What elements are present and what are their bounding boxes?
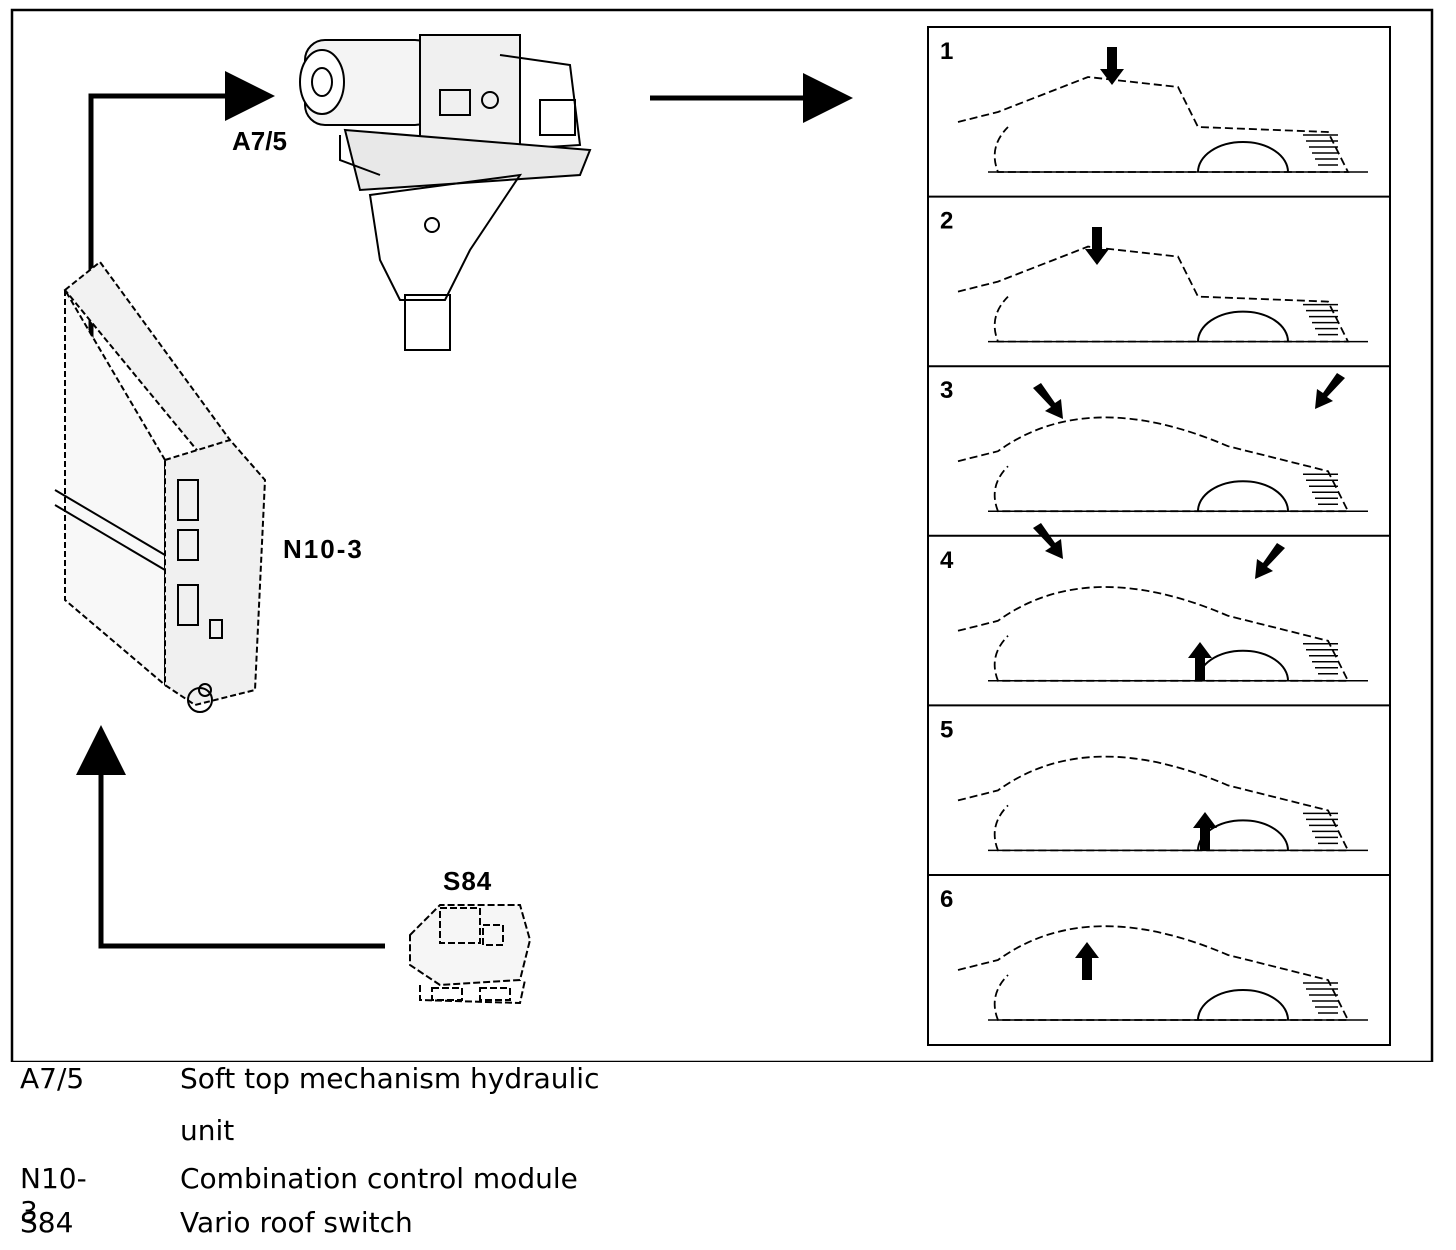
step-number: 2 [940, 208, 953, 235]
flow-arrows [76, 71, 853, 949]
car-outline [957, 755, 1350, 852]
motion-arrow-icon [1188, 642, 1212, 680]
diagram-frame [10, 8, 1434, 1062]
step-panel: 2 [928, 195, 1390, 343]
step-panel: 1 [940, 38, 1368, 173]
motion-arrow-icon [1315, 373, 1345, 409]
motion-arrow-icon [1033, 383, 1063, 419]
wheel-arch [1197, 989, 1289, 1021]
step-panel: 3 [928, 365, 1390, 513]
step-number: 6 [940, 886, 953, 913]
car-outline [957, 76, 1350, 173]
roof-switch-drawing [409, 904, 532, 1005]
wheel-arch [1197, 649, 1289, 681]
motion-arrow-icon [1033, 523, 1063, 559]
step-number: 1 [940, 38, 953, 65]
car-outline [957, 586, 1350, 682]
legend-description-continued: unit [180, 1114, 235, 1147]
step-panel: 6 [928, 874, 1390, 1021]
motion-arrow-icon [1255, 543, 1285, 579]
roof-switch-label: S84 [443, 866, 492, 896]
control-module-label: N10-3 [283, 534, 364, 564]
car-outline [957, 416, 1350, 513]
legend-description: Combination control module [180, 1162, 578, 1195]
roof-operation-diagram: A7/5 N10-3 S84 1 2 3 4 5 6 [10, 8, 1434, 1062]
legend-code: S84 [20, 1206, 74, 1239]
hydraulic-unit-label: A7/5 [232, 126, 287, 156]
step-number: 4 [940, 547, 954, 574]
roof-steps-panel: 1 2 3 4 5 6 [927, 26, 1391, 1046]
hydraulic-unit-drawing [299, 34, 592, 351]
motion-arrow-icon [1193, 812, 1217, 850]
motion-arrow-icon [1100, 47, 1124, 85]
motion-arrow-icon [1075, 942, 1099, 980]
control-module-drawing [54, 260, 267, 713]
car-outline [957, 245, 1350, 343]
wheel-arch [1197, 310, 1289, 342]
arrow-switch-to-module [76, 725, 385, 949]
step-panel: 4 [928, 523, 1390, 682]
step-number: 3 [940, 377, 953, 404]
step-panel: 5 [928, 704, 1390, 852]
legend-description: Soft top mechanism hydraulic [180, 1062, 600, 1095]
legend-code: A7/5 [20, 1062, 85, 1095]
motion-arrow-icon [1085, 227, 1109, 265]
wheel-arch [1197, 480, 1289, 512]
legend-code: N10-3 [20, 1162, 87, 1228]
legend-description: Vario roof switch [180, 1206, 413, 1239]
car-outline [957, 925, 1350, 1021]
step-number: 5 [940, 716, 953, 743]
arrow-module-to-hydraulic [88, 71, 275, 340]
wheel-arch [1197, 141, 1289, 173]
